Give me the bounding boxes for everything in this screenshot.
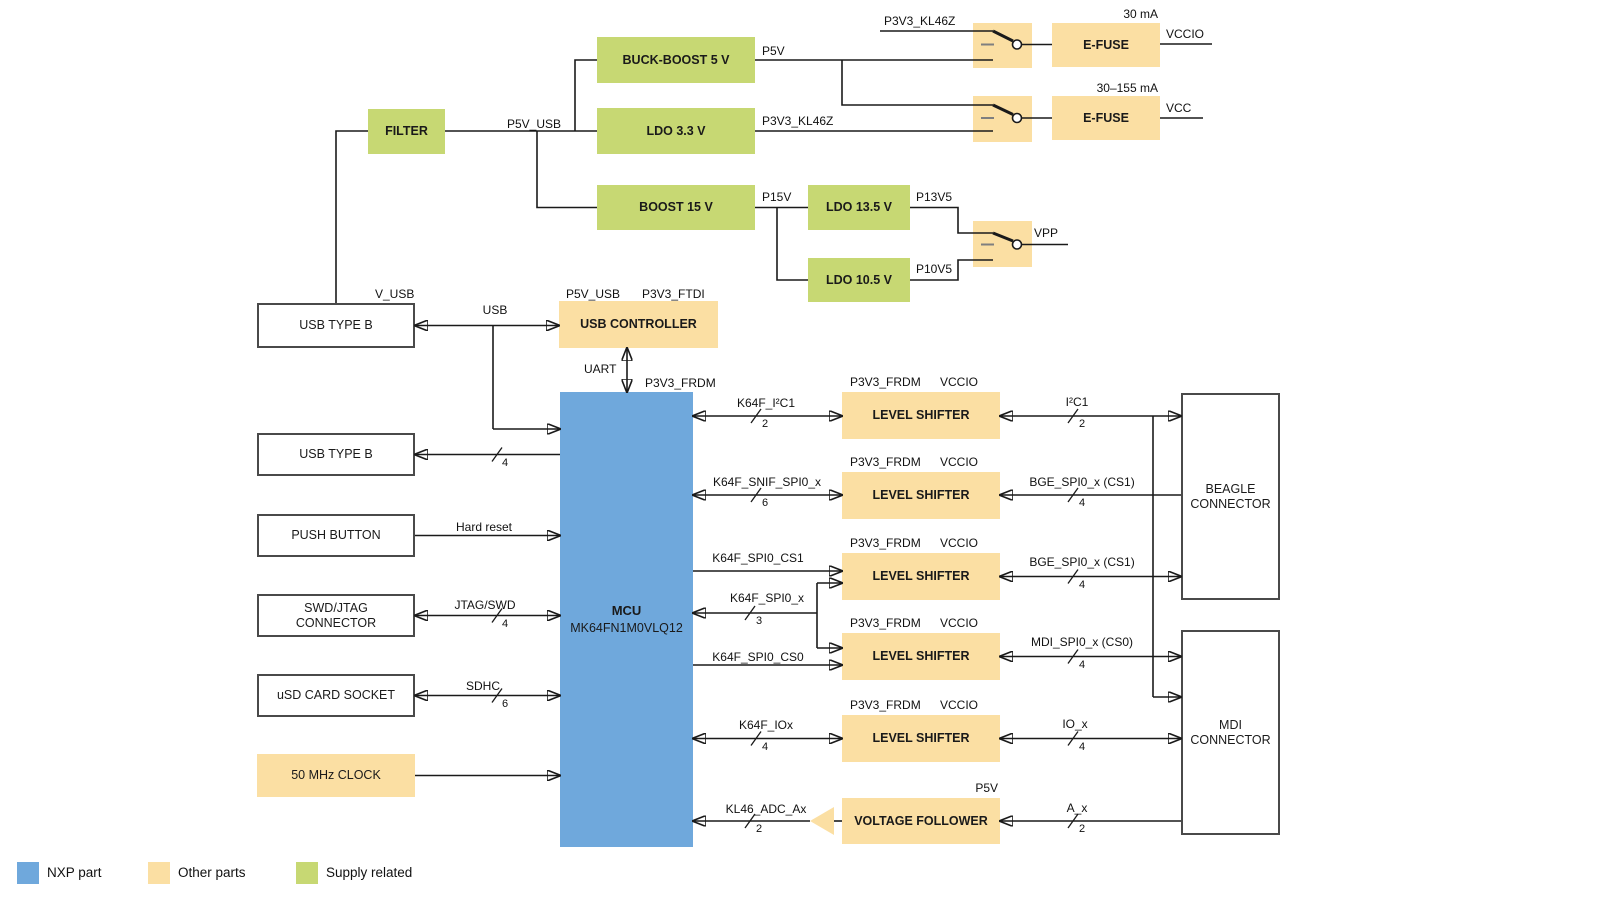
net-label-vpp: VPP [1033,226,1059,240]
net-label-io-x: IO_x [1062,717,1088,731]
shifter3-supply-right: VCCIO [939,536,978,550]
mcu-block: MCU MK64FN1M0VLQ12 [560,392,693,847]
net-label-k64f-iox: K64F_IOx [738,718,794,732]
legend-swatch-other [148,862,170,884]
net-label-k64f-spi0-x: K64F_SPI0_x [729,591,805,605]
net-label-a-x: A_x [1066,801,1088,815]
mcu-shifter-wires [693,408,842,829]
bus-width-i2c1: 2 [1079,418,1086,430]
legend-swatch-nxp [17,862,39,884]
mdi-connector-block: MDI CONNECTOR [1181,630,1280,835]
net-label-i2c1: I²C1 [1065,395,1089,409]
vccio-path-switch [973,23,1032,68]
level-shifter-3-block: LEVEL SHIFTER [842,553,1000,600]
net-label-v-usb: V_USB [375,287,415,301]
swd-jtag-connector-block: SWD/JTAG CONNECTOR [257,594,415,637]
net-label-uart: UART [584,362,617,376]
shifter2-supply-right: VCCIO [939,455,978,469]
shifter3-supply-left: P3V3_FRDM [850,536,921,550]
net-label-p3v3-kl46z-switch: P3V3_KL46Z [884,14,956,28]
mcu-title: MCU [611,603,642,619]
net-label-p5v: P5V [762,44,785,58]
buck-boost-5v-block: BUCK-BOOST 5 V [597,37,755,83]
bus-width-k64f-i2c1: 2 [762,418,769,430]
usb-type-b-device-block: USB TYPE B [257,433,415,476]
bus-width-mdi-spi0: 4 [1079,659,1086,671]
efuse-vcc-rating: 30–155 mA [1096,81,1158,95]
net-label-k64f-spi0-cs1: K64F_SPI0_CS1 [712,551,804,565]
net-label-vcc: VCC [1166,101,1192,115]
legend-label-nxp: NXP part [47,865,102,880]
usb-controller-supply-p3v3-ftdi: P3V3_FTDI [642,287,705,301]
vpp-path-switch [973,221,1032,267]
bus-width-usb2: 4 [502,457,509,469]
shifter4-supply-left: P3V3_FRDM [850,616,921,630]
clock-50mhz-block: 50 MHz CLOCK [257,754,415,797]
net-label-k64f-i2c1: K64F_I²C1 [736,396,796,410]
bus-width-bge-spi0-b: 4 [1079,579,1086,591]
shifter2-supply-left: P3V3_FRDM [850,455,921,469]
shifter5-supply-left: P3V3_FRDM [850,698,921,712]
net-label-usb: USB [482,303,508,317]
net-label-p5v-usb: P5V_USB [507,117,562,131]
net-label-mdi-spi0-cs0: MDI_SPI0_x (CS0) [1030,635,1134,649]
power-supply-wires [335,30,1212,303]
net-label-p10v5: P10V5 [916,262,953,276]
adc-buffer-triangle [810,807,842,835]
net-label-bge-spi0-cs1-a: BGE_SPI0_x (CS1) [1029,475,1135,489]
ldo-10v5-block: LDO 10.5 V [808,258,910,302]
mcu-part-number: MK64FN1M0VLQ12 [570,620,683,635]
bus-width-a-x: 2 [1079,823,1086,835]
shifter-connector-wires [1000,408,1181,829]
net-label-jtag-swd: JTAG/SWD [454,598,516,612]
net-label-sdhc: SDHC [465,679,501,693]
usd-card-socket-block: uSD CARD SOCKET [257,674,415,717]
efuse-vccio-rating: 30 mA [1123,7,1158,21]
bus-width-k64f-snif-spi0: 6 [762,497,769,509]
ldo-13v5-block: LDO 13.5 V [808,185,910,230]
bus-width-k64f-spi0-x: 3 [756,615,763,627]
net-label-vccio: VCCIO [1166,27,1205,41]
voltage-follower-block: VOLTAGE FOLLOWER [842,798,1000,844]
net-label-bge-spi0-cs1-b: BGE_SPI0_x (CS1) [1029,555,1135,569]
shifter1-supply-left: P3V3_FRDM [850,375,921,389]
beagle-connector-block: BEAGLE CONNECTOR [1181,393,1280,600]
bus-width-sdhc: 6 [502,698,509,710]
efuse-vccio-block: E-FUSE [1052,23,1160,67]
level-shifter-1-block: LEVEL SHIFTER [842,392,1000,439]
net-label-k64f-snif-spi0: K64F_SNIF_SPI0_x [712,475,822,489]
net-label-k64f-spi0-cs0: K64F_SPI0_CS0 [712,650,804,664]
level-shifter-4-block: LEVEL SHIFTER [842,633,1000,680]
efuse-vcc-block: E-FUSE [1052,96,1160,140]
net-label-p15v: P15V [762,190,792,204]
boost-15v-block: BOOST 15 V [597,185,755,230]
filter-block: FILTER [368,109,445,154]
ldo-3v3-block: LDO 3.3 V [597,108,755,154]
level-shifter-5-block: LEVEL SHIFTER [842,715,1000,762]
usb-controller-block: USB CONTROLLER [559,301,718,348]
shifter5-supply-right: VCCIO [939,698,978,712]
legend-label-other: Other parts [178,865,246,880]
legend-label-supply: Supply related [326,865,413,880]
level-shifter-2-block: LEVEL SHIFTER [842,472,1000,519]
push-button-block: PUSH BUTTON [257,514,415,557]
usb-type-b-host-block: USB TYPE B [257,303,415,348]
bus-width-io-x: 4 [1079,741,1086,753]
bus-width-jtag: 4 [502,618,509,630]
net-label-p3v3-kl46z: P3V3_KL46Z [762,114,834,128]
shifter1-supply-right: VCCIO [939,375,978,389]
bus-width-kl46-adc: 2 [756,823,763,835]
bus-width-bge-spi0-a: 4 [1079,497,1086,509]
legend-swatch-supply [296,862,318,884]
shifter4-supply-right: VCCIO [939,616,978,630]
net-label-kl46-adc-ax: KL46_ADC_Ax [725,802,807,816]
vcc-path-switch [973,96,1032,142]
follower-supply-p5v: P5V [975,781,998,795]
usb-controller-supply-p5v-usb: P5V_USB [566,287,621,301]
net-label-p13v5: P13V5 [916,190,953,204]
net-label-hard-reset: Hard reset [455,520,513,534]
bus-width-k64f-iox: 4 [762,741,769,753]
mcu-supply-p3v3-frdm: P3V3_FRDM [645,376,716,390]
